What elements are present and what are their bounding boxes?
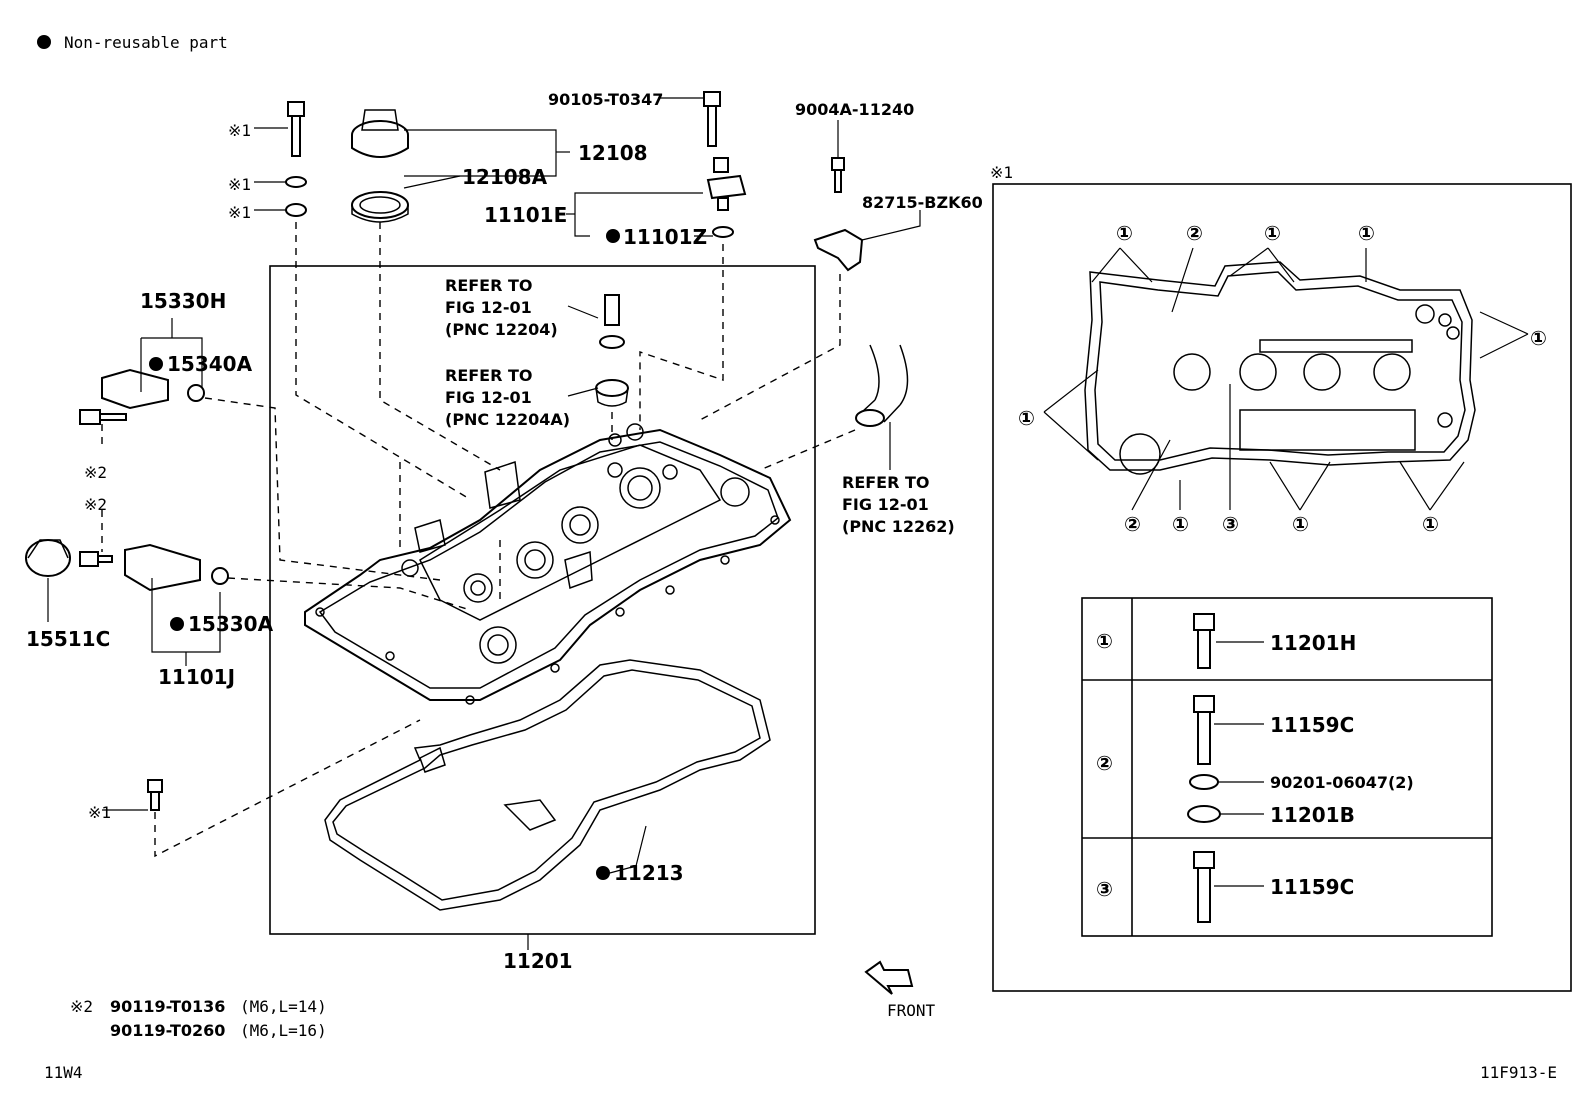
- mark2-label-a: ※2: [84, 463, 107, 482]
- callout-1-b: ①: [1264, 221, 1281, 245]
- non-reusable-dot-icon: [149, 357, 163, 371]
- callout-1-a: ①: [1116, 221, 1133, 245]
- solid-leaders: [47, 97, 921, 950]
- non-reusable-dot-icon: [170, 617, 184, 631]
- callout-3-a: ③: [1222, 512, 1239, 536]
- front-label: FRONT: [887, 1001, 936, 1020]
- diagram-code-left: 11W4: [44, 1063, 83, 1082]
- non-reusable-dot-icon: [606, 229, 620, 243]
- part-12108A: 12108A: [462, 165, 548, 189]
- mark1-label-d: ※1: [88, 803, 111, 822]
- part-11201: 11201: [503, 949, 573, 973]
- table-row2-key: ②: [1096, 751, 1113, 775]
- callout-1-d: ①: [1530, 326, 1547, 350]
- ref2-line3: (PNC 12204A): [445, 410, 570, 429]
- ref1-line1: REFER TO: [445, 276, 533, 295]
- callout-1-c: ①: [1358, 221, 1375, 245]
- cylinder-head-cover-drawing: [304, 423, 792, 705]
- table-row2-part2: 90201-06047(2): [1270, 773, 1414, 792]
- footnote-line2-part: 90119-T0260: [110, 1021, 225, 1040]
- ref3-line3: (PNC 12262): [842, 517, 955, 536]
- table-row2-part1: 11159C: [1270, 713, 1354, 737]
- table-row3-part1: 11159C: [1270, 875, 1354, 899]
- table-row1-part1: 11201H: [1270, 631, 1356, 655]
- bracket-drawing: [813, 228, 864, 272]
- diagram-code-right: 11F913-E: [1480, 1063, 1557, 1082]
- callout-2-a: ②: [1186, 221, 1203, 245]
- inset-callouts: ① ② ① ① ① ① ② ① ③ ① ①: [1018, 221, 1547, 536]
- part-15330A: 15330A: [188, 612, 274, 636]
- ref2-line1: REFER TO: [445, 366, 533, 385]
- non-reusable-dot-icon: [37, 35, 51, 49]
- mark1-label-c: ※1: [228, 203, 251, 222]
- ref2-line2: FIG 12-01: [445, 388, 532, 407]
- table-row3-key: ③: [1096, 877, 1113, 901]
- footnote-line1-part: 90119-T0136: [110, 997, 225, 1016]
- footnote-mark: ※2: [70, 997, 93, 1016]
- part-labels: ※1 ※1 ※1 ※1 ※2 ※2 90105-T0347 9004A-1124…: [26, 90, 983, 973]
- callout-2-b: ②: [1124, 512, 1141, 536]
- bolt-drawings: [147, 91, 845, 811]
- fastener-table: ① 11201H ② 11159C 90201-06047(2) 11201B …: [1081, 597, 1493, 937]
- part-9004A-11240: 9004A-11240: [795, 100, 914, 119]
- gasket-drawing: [324, 659, 771, 911]
- part-15511C: 15511C: [26, 627, 110, 651]
- part-11213: 11213: [614, 861, 684, 885]
- non-reusable-dot-icon: [596, 866, 610, 880]
- part-11101J: 11101J: [158, 665, 235, 689]
- part-15330H: 15330H: [140, 289, 226, 313]
- dashed-leaders: [101, 222, 856, 858]
- part-15340A: 15340A: [167, 352, 253, 376]
- mark2-label-b: ※2: [84, 495, 107, 514]
- oil-control-valve-drawings: [25, 368, 229, 592]
- part-12108: 12108: [578, 141, 648, 165]
- mark1-label-a: ※1: [228, 121, 251, 140]
- callout-1-e: ①: [1018, 406, 1035, 430]
- table-row1-key: ①: [1096, 629, 1113, 653]
- part-11101Z: 11101Z: [623, 225, 707, 249]
- refer-notes: REFER TO FIG 12-01 (PNC 12204) REFER TO …: [445, 276, 955, 536]
- cam-sensor-drawing: [706, 157, 747, 238]
- ref1-line3: (PNC 12204): [445, 320, 558, 339]
- oil-filler-cap-drawing: [351, 109, 409, 223]
- footnote-line2-spec: (M6,L=16): [240, 1021, 327, 1040]
- callout-1-g: ①: [1292, 512, 1309, 536]
- legend: Non-reusable part: [37, 33, 228, 52]
- mark1-label-b: ※1: [228, 175, 251, 194]
- hose-drawing: [855, 344, 909, 427]
- ref3-line1: REFER TO: [842, 473, 930, 492]
- inset-title: ※1: [990, 163, 1013, 182]
- front-arrow-icon: FRONT: [864, 960, 936, 1020]
- footnote-line1-spec: (M6,L=14): [240, 997, 327, 1016]
- ref1-line2: FIG 12-01: [445, 298, 532, 317]
- callout-1-h: ①: [1422, 512, 1439, 536]
- legend-text: Non-reusable part: [64, 33, 228, 52]
- inset-panel: ※1 ① ② ① ① ① ① ② ① ③ ① ①: [990, 163, 1572, 992]
- part-90105-T0347: 90105-T0347: [548, 90, 663, 109]
- main-assembly-frame: [269, 265, 816, 935]
- part-82715-BZK60: 82715-BZK60: [862, 193, 983, 212]
- footnote: ※2 90119-T0136 (M6,L=14) 90119-T0260 (M6…: [70, 997, 327, 1040]
- table-row2-part3: 11201B: [1270, 803, 1355, 827]
- ref3-line2: FIG 12-01: [842, 495, 929, 514]
- callout-1-f: ①: [1172, 512, 1189, 536]
- part-11101E: 11101E: [484, 203, 567, 227]
